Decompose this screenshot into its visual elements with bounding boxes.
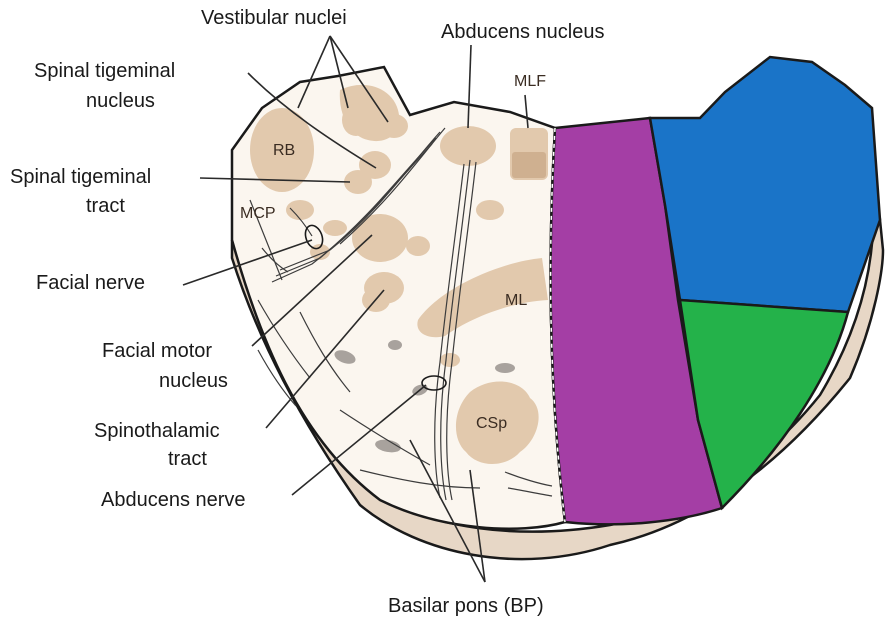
label-mlf: MLF	[514, 73, 546, 90]
label-spinothalamic-tract-1: Spinothalamic	[94, 420, 220, 442]
label-mcp: MCP	[240, 205, 276, 222]
label-spinal-trigeminal-nucleus-1: Spinal tigeminal	[34, 60, 175, 82]
label-csp: CSp	[476, 415, 507, 432]
label-spinal-trigeminal-nucleus-2: nucleus	[86, 90, 155, 112]
label-facial-motor-nucleus-1: Facial motor	[102, 340, 212, 362]
label-facial-nerve: Facial nerve	[36, 272, 145, 294]
label-facial-motor-nucleus-2: nucleus	[159, 370, 228, 392]
label-basilar-pons: Basilar pons (BP)	[388, 595, 544, 617]
label-spinothalamic-tract-2: tract	[168, 448, 207, 470]
label-abducens-nucleus: Abducens nucleus	[441, 21, 604, 43]
label-rb: RB	[273, 142, 295, 159]
label-spinal-trigeminal-tract-1: Spinal tigeminal	[10, 166, 151, 188]
label-vestibular-nuclei: Vestibular nuclei	[201, 7, 347, 29]
label-ml: ML	[505, 292, 527, 309]
label-abducens-nerve: Abducens nerve	[101, 489, 246, 511]
region-blue	[650, 57, 880, 312]
label-spinal-trigeminal-tract-2: tract	[86, 195, 125, 217]
